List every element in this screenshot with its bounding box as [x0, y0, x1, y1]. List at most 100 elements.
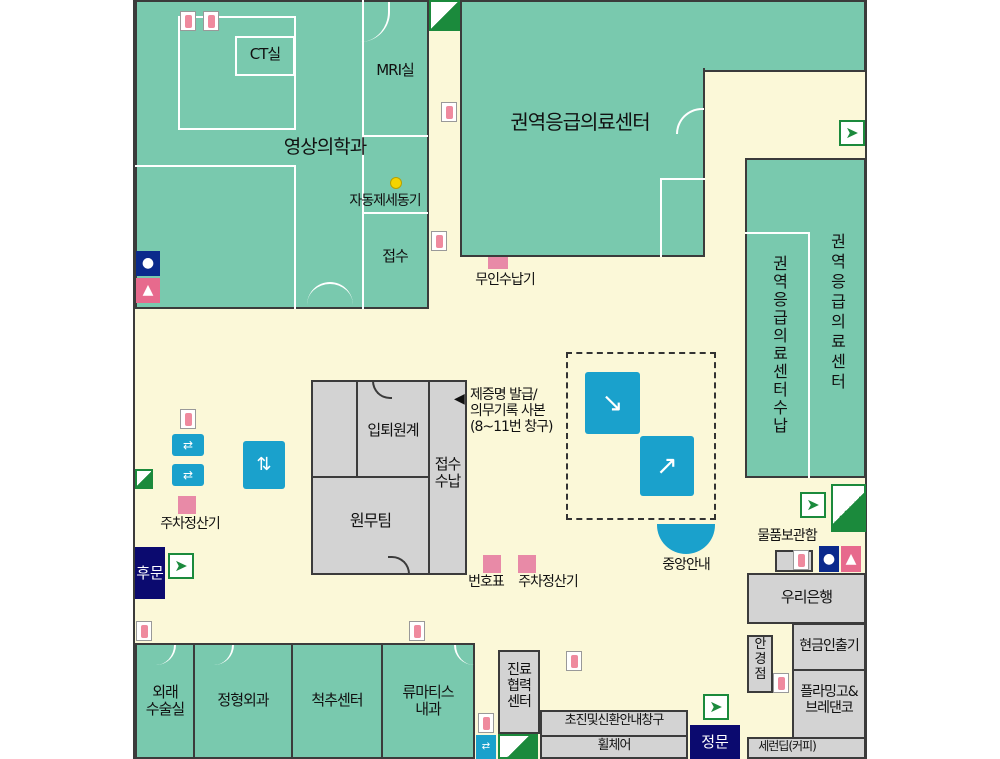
spine-label: 척추센터	[311, 691, 363, 709]
emergency-exit-icon: ➤	[839, 120, 865, 146]
escalator-icon[interactable]: ↗	[640, 436, 694, 496]
cafe-label: 세런딥(커피)	[758, 739, 817, 753]
rheumatology[interactable]	[381, 643, 475, 759]
ct-room[interactable]	[235, 36, 295, 76]
escalator-area	[566, 352, 716, 520]
er-vertical-label: 권역응급의료센터	[831, 232, 846, 391]
cafe[interactable]	[747, 737, 866, 759]
number-ticket-marker	[483, 555, 501, 573]
fire-extinguisher-icon	[793, 550, 809, 570]
reception-payment-desk[interactable]	[428, 380, 467, 575]
care-center[interactable]	[498, 650, 540, 734]
stairs-icon[interactable]	[498, 734, 538, 759]
er-vertical-wall	[745, 232, 809, 234]
certificate-note: 제증명 발급/ 의무기록 사본 (8~11번 창구)	[470, 387, 553, 436]
emergency-exit-icon: ➤	[800, 492, 826, 518]
admission-office[interactable]	[311, 380, 430, 478]
atm[interactable]	[792, 623, 866, 671]
emergency-exit-icon: ➤	[703, 694, 729, 720]
radiology-wall	[362, 212, 428, 214]
defibrillator-dot	[390, 177, 402, 189]
fire-extinguisher-icon	[180, 409, 196, 429]
reception-payment-label: 접수 수납	[434, 455, 462, 491]
fire-extinguisher-icon	[566, 651, 582, 671]
unmanned-payment-label: 무인수납기	[475, 272, 535, 288]
wheelchair-label: 휠체어	[597, 738, 632, 753]
admin-wall	[356, 380, 358, 478]
emergency-exit-icon: ➤	[168, 553, 194, 579]
er-wall	[660, 178, 705, 180]
er-payment-vertical-label: 권역응급의료센터수납	[773, 254, 788, 435]
map-border-right	[865, 0, 867, 759]
central-info-label: 중앙안내	[662, 557, 711, 573]
outpatient-surgery[interactable]	[135, 643, 195, 759]
fire-extinguisher-icon	[203, 11, 219, 31]
fire-extinguisher-icon	[409, 621, 425, 641]
parking-center-marker	[518, 555, 536, 573]
reception-top-label: 접수	[382, 247, 409, 265]
fire-extinguisher-icon	[136, 621, 152, 641]
main-gate[interactable]: 정문	[690, 725, 740, 759]
elevator-icon[interactable]: ⇄	[172, 464, 204, 486]
stairs-icon[interactable]	[135, 469, 153, 489]
bakery[interactable]	[792, 669, 866, 739]
fire-extinguisher-icon	[478, 713, 494, 733]
orthopedics-label: 정형외과	[217, 691, 269, 709]
fire-extinguisher-icon	[180, 11, 196, 31]
restroom-male-icon: ●	[136, 251, 160, 276]
fire-extinguisher-icon	[441, 102, 457, 122]
fire-extinguisher-icon	[773, 673, 789, 693]
surgery-label: 외래 수술실	[145, 683, 185, 719]
door-swing-icon	[307, 282, 353, 308]
er-vertical-block[interactable]	[745, 158, 866, 478]
atm-label: 현금인출기	[799, 638, 859, 654]
fire-extinguisher-icon	[431, 231, 447, 251]
radiology-wall	[362, 0, 364, 309]
admission-label: 입퇴원계	[367, 421, 419, 439]
woori-bank-label: 우리은행	[780, 588, 833, 606]
regional-er-fill	[462, 60, 703, 80]
wheelchair-area[interactable]	[540, 735, 688, 759]
regional-er-label: 권역응급의료센터	[510, 110, 650, 134]
mri-label: MRI실	[376, 61, 415, 79]
care-center-label: 진료 협력 센터	[507, 662, 532, 711]
orthopedics[interactable]	[193, 643, 293, 759]
glasses-shop[interactable]	[747, 635, 773, 693]
radiology-wall	[178, 128, 296, 130]
number-ticket-label: 번호표	[468, 574, 505, 590]
spine-center[interactable]	[291, 643, 383, 759]
radiology-wall	[178, 16, 180, 130]
elevator-icon[interactable]: ⇅	[243, 441, 285, 489]
parking-left-label: 주차정산기	[160, 516, 220, 532]
stairs-icon[interactable]	[831, 484, 866, 532]
stairs-icon[interactable]	[429, 0, 460, 31]
regional-er-block[interactable]	[460, 68, 705, 257]
escalator-icon[interactable]: ↘	[585, 372, 640, 434]
radiology-wall	[178, 16, 296, 18]
unmanned-payment-marker	[488, 257, 508, 269]
back-gate-label: 후문	[136, 564, 164, 582]
admin-team-label: 원무팀	[349, 511, 392, 530]
parking-left-marker	[178, 496, 196, 514]
ct-label: CT실	[249, 45, 281, 63]
elevator-icon[interactable]: ⇄	[172, 434, 204, 456]
first-visit-label: 초진및신환안내창구	[564, 713, 665, 728]
restroom-female-icon: ▲	[841, 546, 861, 572]
glasses-label: 안 경 점	[754, 637, 767, 682]
er-vertical-wall	[808, 232, 810, 478]
restroom-male-icon: ●	[819, 546, 839, 572]
radiology-wall	[294, 16, 296, 130]
woori-bank[interactable]	[747, 573, 866, 624]
er-wall	[660, 178, 662, 257]
back-gate[interactable]: 후문	[135, 547, 165, 599]
restroom-female-icon: ▲	[136, 278, 160, 303]
arrow-left-icon: ◀	[454, 391, 465, 407]
radiology-wall	[362, 135, 428, 137]
bakery-label: 플라밍고& 브레댄코	[800, 684, 858, 717]
map-border-left	[133, 0, 135, 759]
rheumatology-label: 류마티스 내과	[402, 683, 454, 719]
radiology-wall	[294, 165, 296, 309]
radiology-label: 영상의학과	[283, 136, 367, 158]
elevator-icon[interactable]: ⇄	[476, 735, 496, 759]
